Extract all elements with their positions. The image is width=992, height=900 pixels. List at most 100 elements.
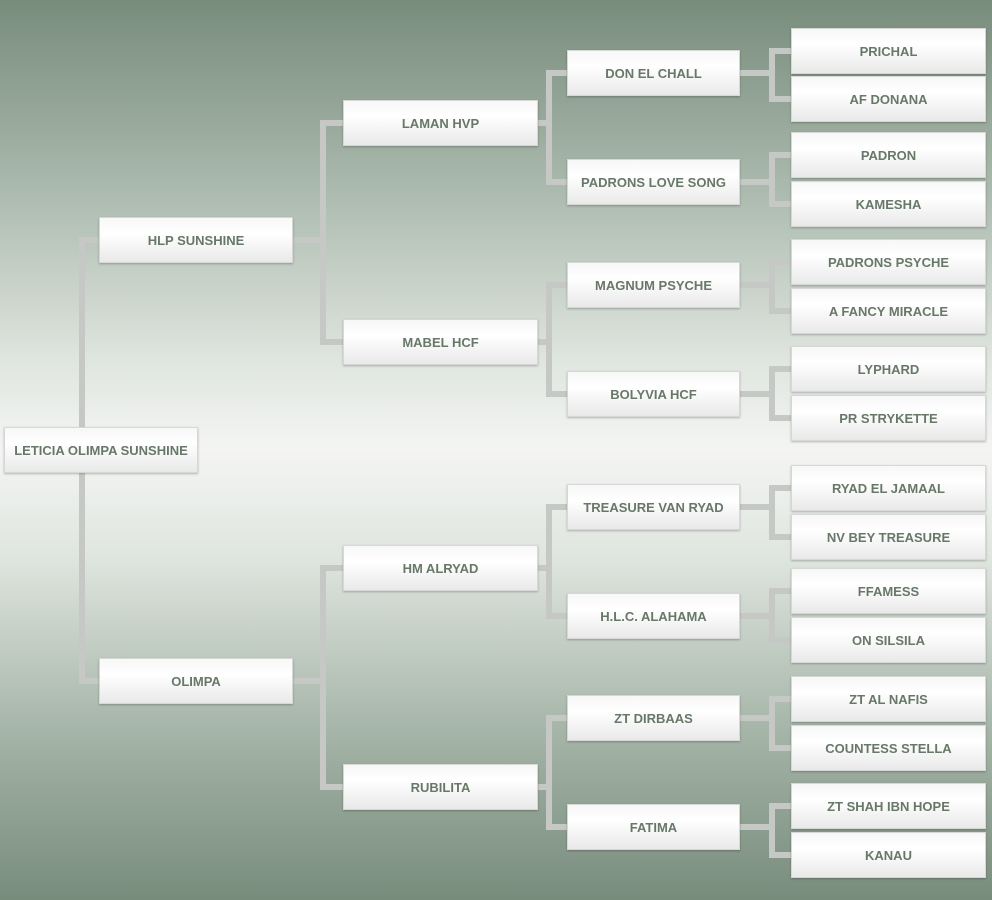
horse-name: HM ALRYAD — [402, 560, 479, 576]
great-grandparent-box[interactable]: BOLYVIA HCF — [567, 371, 740, 417]
connector-line — [320, 339, 343, 345]
connector-line — [769, 696, 791, 702]
connector-line — [769, 201, 791, 207]
horse-name: PR STRYKETTE — [839, 410, 938, 426]
connector-line — [538, 339, 549, 345]
connector-line — [769, 152, 791, 158]
great-great-grandparent-box[interactable]: NV BEY TREASURE — [791, 514, 986, 560]
great-grandparent-box[interactable]: TREASURE VAN RYAD — [567, 484, 740, 530]
horse-name: FATIMA — [629, 819, 678, 835]
connector-line — [546, 285, 552, 394]
great-great-grandparent-box[interactable]: A FANCY MIRACLE — [791, 288, 986, 334]
connector-line — [320, 123, 326, 342]
connector-line — [546, 179, 567, 185]
great-grandparent-box[interactable]: H.L.C. ALAHAMA — [567, 593, 740, 639]
connector-line — [546, 73, 552, 182]
connector-line — [740, 391, 772, 397]
connector-line — [79, 237, 99, 243]
horse-name: ON SILSILA — [852, 632, 925, 648]
horse-name: KAMESHA — [855, 196, 922, 212]
connector-line — [538, 784, 549, 790]
connector-line — [546, 504, 567, 510]
connector-line — [740, 70, 772, 76]
connector-line — [769, 308, 791, 314]
great-great-grandparent-box[interactable]: ZT AL NAFIS — [791, 676, 986, 722]
great-great-grandparent-box[interactable]: PADRON — [791, 132, 986, 178]
connector-line — [769, 366, 791, 372]
connector-line — [546, 718, 552, 827]
parent-box[interactable]: HLP SUNSHINE — [99, 217, 293, 263]
connector-line — [320, 568, 326, 787]
great-great-grandparent-box[interactable]: PRICHAL — [791, 28, 986, 74]
great-great-grandparent-box[interactable]: KANAU — [791, 832, 986, 878]
horse-name: HLP SUNSHINE — [147, 232, 245, 248]
great-great-grandparent-box[interactable]: LYPHARD — [791, 346, 986, 392]
horse-name: NV BEY TREASURE — [826, 529, 951, 545]
connector-line — [769, 485, 791, 491]
grandparent-box[interactable]: MABEL HCF — [343, 319, 538, 365]
connector-line — [293, 237, 323, 243]
great-great-grandparent-box[interactable]: FFAMESS — [791, 568, 986, 614]
connector-line — [769, 262, 775, 311]
grandparent-box[interactable]: RUBILITA — [343, 764, 538, 810]
horse-name: OLIMPA — [171, 673, 221, 689]
grandparent-box[interactable]: HM ALRYAD — [343, 545, 538, 591]
connector-line — [769, 96, 791, 102]
horse-name: BOLYVIA HCF — [610, 386, 697, 402]
parent-box[interactable]: OLIMPA — [99, 658, 293, 704]
connector-line — [769, 637, 791, 643]
connector-line — [320, 565, 343, 571]
great-great-grandparent-box[interactable]: RYAD EL JAMAAL — [791, 465, 986, 511]
subject-box[interactable]: LETICIA OLIMPA SUNSHINE — [4, 427, 198, 473]
connector-line — [538, 565, 549, 571]
connector-line — [546, 70, 567, 76]
connector-line — [740, 504, 772, 510]
horse-name: PADRON — [860, 147, 917, 163]
horse-name: ZT AL NAFIS — [849, 691, 928, 707]
connector-line — [320, 120, 343, 126]
connector-line — [740, 282, 772, 288]
horse-name: MAGNUM PSYCHE — [594, 277, 712, 293]
great-great-grandparent-box[interactable]: ZT SHAH IBN HOPE — [791, 783, 986, 829]
connector-line — [769, 852, 791, 858]
great-grandparent-box[interactable]: DON EL CHALL — [567, 50, 740, 96]
horse-name: ZT SHAH IBN HOPE — [827, 798, 950, 814]
great-great-grandparent-box[interactable]: PADRONS PSYCHE — [791, 239, 986, 285]
great-great-grandparent-box[interactable]: ON SILSILA — [791, 617, 986, 663]
connector-line — [546, 824, 567, 830]
horse-name: COUNTESS STELLA — [825, 740, 952, 756]
horse-name: LAMAN HVP — [401, 115, 480, 131]
connector-line — [769, 369, 775, 418]
horse-name: H.L.C. ALAHAMA — [600, 608, 707, 624]
great-grandparent-box[interactable]: PADRONS LOVE SONG — [567, 159, 740, 205]
connector-line — [740, 824, 772, 830]
connector-line — [79, 678, 99, 684]
horse-name: RYAD EL JAMAAL — [832, 480, 945, 496]
connector-line — [546, 715, 567, 721]
connector-line — [769, 48, 791, 54]
great-grandparent-box[interactable]: FATIMA — [567, 804, 740, 850]
horse-name: FFAMESS — [857, 583, 920, 599]
great-grandparent-box[interactable]: MAGNUM PSYCHE — [567, 262, 740, 308]
great-great-grandparent-box[interactable]: KAMESHA — [791, 181, 986, 227]
horse-name: A FANCY MIRACLE — [828, 303, 949, 319]
connector-line — [546, 391, 567, 397]
great-grandparent-box[interactable]: ZT DIRBAAS — [567, 695, 740, 741]
horse-name: PADRONS LOVE SONG — [581, 174, 726, 190]
great-great-grandparent-box[interactable]: PR STRYKETTE — [791, 395, 986, 441]
connector-line — [740, 179, 772, 185]
horse-name: TREASURE VAN RYAD — [583, 499, 724, 515]
great-great-grandparent-box[interactable]: COUNTESS STELLA — [791, 725, 986, 771]
connector-line — [769, 699, 775, 748]
horse-name: LYPHARD — [857, 361, 920, 377]
great-great-grandparent-box[interactable]: AF DONANA — [791, 76, 986, 122]
connector-line — [546, 507, 552, 616]
connector-line — [740, 613, 772, 619]
connector-line — [546, 282, 567, 288]
grandparent-box[interactable]: LAMAN HVP — [343, 100, 538, 146]
horse-name: DON EL CHALL — [605, 65, 702, 81]
connector-line — [293, 678, 323, 684]
connector-line — [769, 51, 775, 99]
connector-line — [538, 120, 549, 126]
connector-line — [769, 806, 775, 855]
